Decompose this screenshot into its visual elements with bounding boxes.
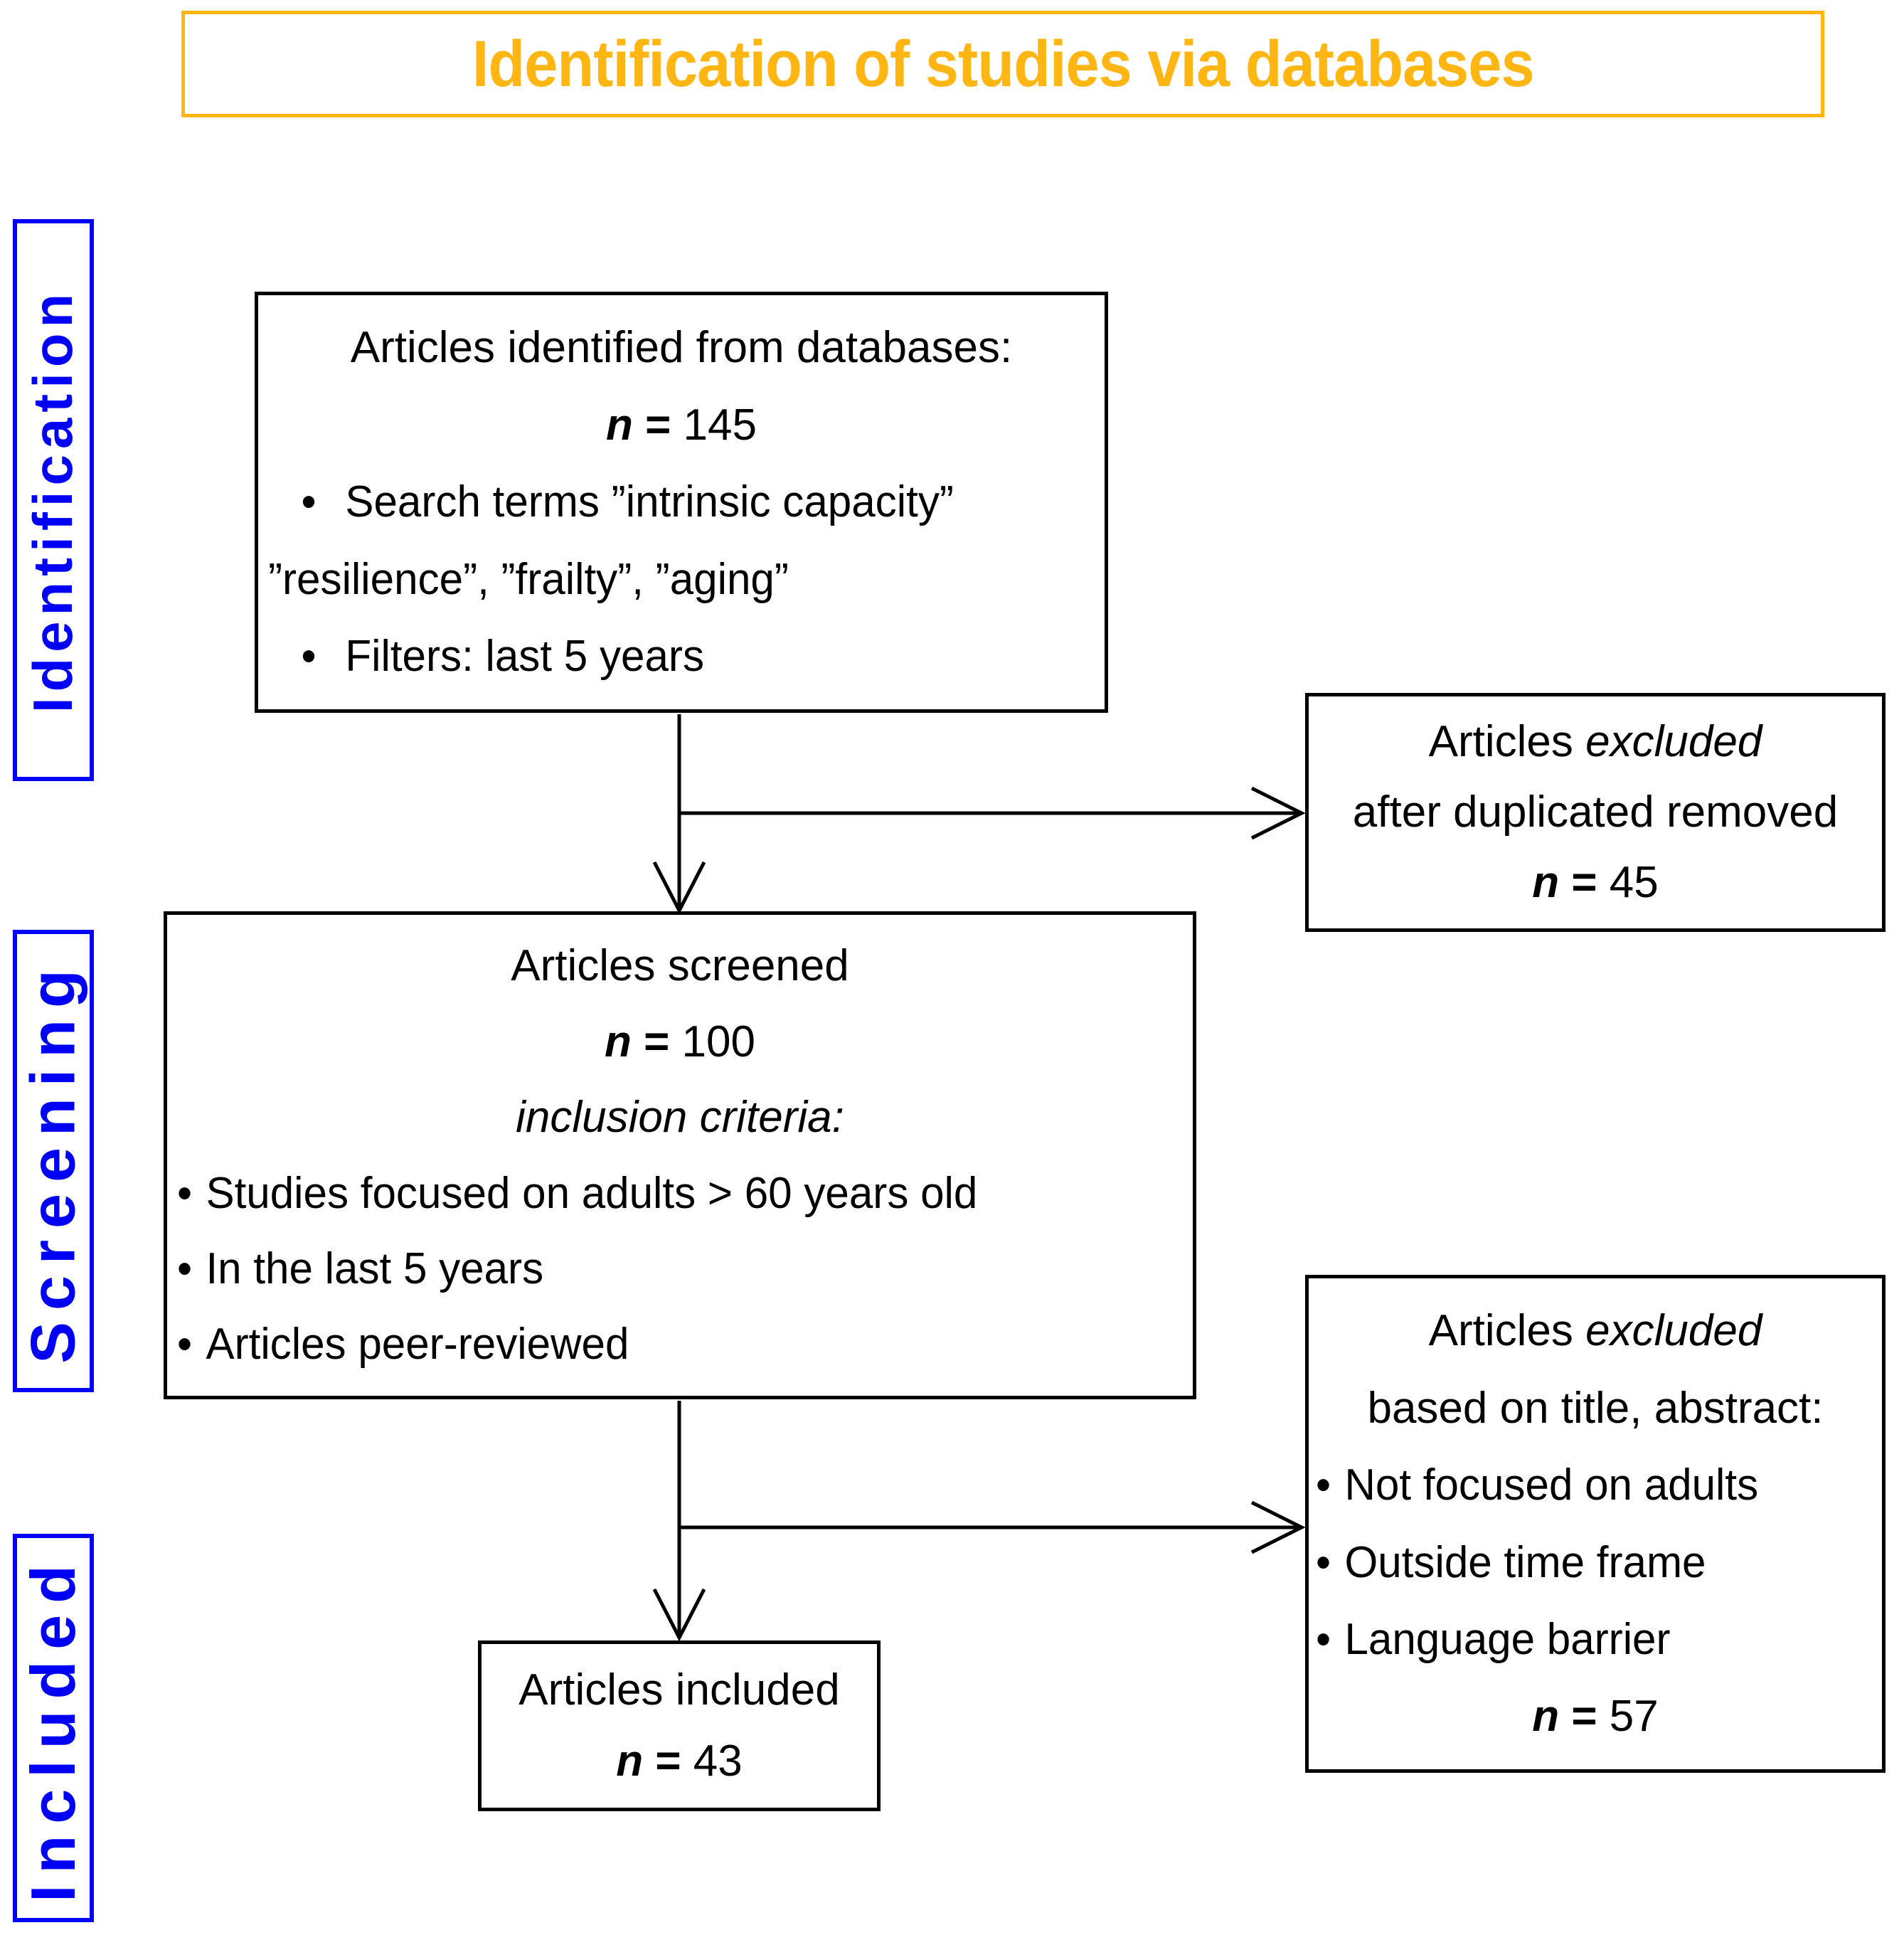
identified-bullet-filters: • Filters: last 5 years [268, 632, 1070, 681]
excluded-duplicates-reason: after duplicated removed [1352, 788, 1839, 837]
bullet-icon: • [177, 1244, 193, 1293]
excluded-bullet-time-frame: • Outside time frame [1316, 1538, 1858, 1587]
bullet-icon: • [177, 1320, 193, 1369]
diagram-title-box: Identification of studies via databases [181, 11, 1824, 117]
n-symbol: n [616, 1737, 644, 1786]
equals-sign: = [1559, 858, 1610, 908]
diagram-title: Identification of studies via databases [472, 27, 1535, 100]
excluded-emphasis: excluded [1585, 717, 1762, 767]
identified-bullet1-continuation: ”resilience”, ”frailty”, ”aging” [268, 554, 789, 604]
excluded-bullet-not-focused: • Not focused on adults [1316, 1460, 1858, 1510]
equals-sign: = [1559, 1692, 1610, 1742]
bullet-icon: • [301, 477, 317, 527]
excluded-title-abstract-n-line: n = 57 [1316, 1692, 1875, 1741]
screened-title: Articles screened [511, 941, 849, 991]
n-value: 145 [683, 400, 757, 450]
n-value: 43 [693, 1737, 743, 1786]
excluded-bullet3-text: Language barrier [1344, 1614, 1671, 1664]
included-title: Articles included [518, 1665, 840, 1715]
screened-bullet-peer-reviewed: • Articles peer-reviewed [177, 1320, 1153, 1369]
stage-label-identification-text: Identification [21, 287, 85, 713]
excluded-emphasis: excluded [1585, 1306, 1762, 1356]
excluded-bullet1-text: Not focused on adults [1344, 1460, 1759, 1510]
bullet-icon: • [1316, 1537, 1331, 1587]
identified-n-line: n = 145 [268, 401, 1095, 450]
arrow-screened-to-included-head [652, 1588, 706, 1642]
stage-label-screening: Screening [13, 930, 94, 1392]
identified-title: Articles identified from databases: [350, 323, 1013, 373]
excluded-title-abstract-box: Articles excluded based on title, abstra… [1305, 1275, 1886, 1773]
n-symbol: n [606, 400, 633, 450]
screened-bullet2-text: In the last 5 years [206, 1244, 544, 1293]
screened-n-line: n = 100 [177, 1017, 1183, 1066]
excluded-bullet2-text: Outside time frame [1344, 1537, 1706, 1587]
excluded-duplicates-box: Articles excluded after duplicated remov… [1305, 693, 1886, 932]
stage-label-screening-text: Screening [18, 958, 89, 1364]
equals-sign: = [632, 400, 684, 450]
excluded-title-abstract-title: Articles excluded [1316, 1306, 1875, 1355]
excluded-prefix: Articles [1428, 717, 1586, 767]
n-symbol: n [1532, 858, 1560, 908]
stage-label-included: Included [13, 1534, 94, 1922]
identified-bullet1-text: Search terms ”intrinsic capacity” [345, 477, 954, 527]
stage-label-identification: Identification [13, 219, 94, 781]
screened-criteria-heading: inclusion criteria: [516, 1093, 844, 1143]
bullet-icon: • [301, 632, 317, 682]
screened-bullet-adults: • Studies focused on adults > 60 years ol… [177, 1169, 1153, 1218]
arrow-branch-to-excluded-duplicates-head [1250, 786, 1306, 840]
arrow-branch-to-excluded-title-head [1250, 1500, 1306, 1554]
screened-bullet1-text: Studies focused on adults > 60 years old [206, 1168, 978, 1218]
excluded-title-abstract-reason: based on title, abstract: [1367, 1383, 1824, 1433]
n-value: 57 [1609, 1692, 1659, 1742]
bullet-icon: • [1316, 1460, 1331, 1510]
n-value: 100 [681, 1017, 755, 1066]
included-box: Articles included n = 43 [478, 1640, 881, 1811]
arrow-identified-to-screened-head [652, 861, 706, 915]
excluded-duplicates-title: Articles excluded [1316, 717, 1875, 766]
excluded-bullet-language: • Language barrier [1316, 1615, 1858, 1664]
n-value: 45 [1609, 858, 1659, 908]
excluded-duplicates-n-line: n = 45 [1316, 858, 1875, 907]
screened-bullet-years: • In the last 5 years [177, 1244, 1153, 1293]
n-symbol: n [605, 1017, 632, 1066]
screened-box: Articles screened n = 100 inclusion crit… [164, 911, 1196, 1399]
identified-bullet-search-terms: • Search terms ”intrinsic capacity” [268, 477, 1070, 526]
equals-sign: = [631, 1017, 682, 1066]
bullet-icon: • [177, 1168, 193, 1218]
identified-bullet2-text: Filters: last 5 years [345, 632, 705, 682]
equals-sign: = [643, 1737, 693, 1786]
bullet-icon: • [1316, 1614, 1331, 1664]
excluded-prefix: Articles [1428, 1306, 1586, 1356]
screened-bullet3-text: Articles peer-reviewed [206, 1320, 629, 1369]
stage-label-included-text: Included [18, 1554, 89, 1902]
included-n-line: n = 43 [489, 1737, 870, 1786]
n-symbol: n [1532, 1692, 1560, 1742]
identified-box: Articles identified from databases: n = … [255, 292, 1108, 713]
